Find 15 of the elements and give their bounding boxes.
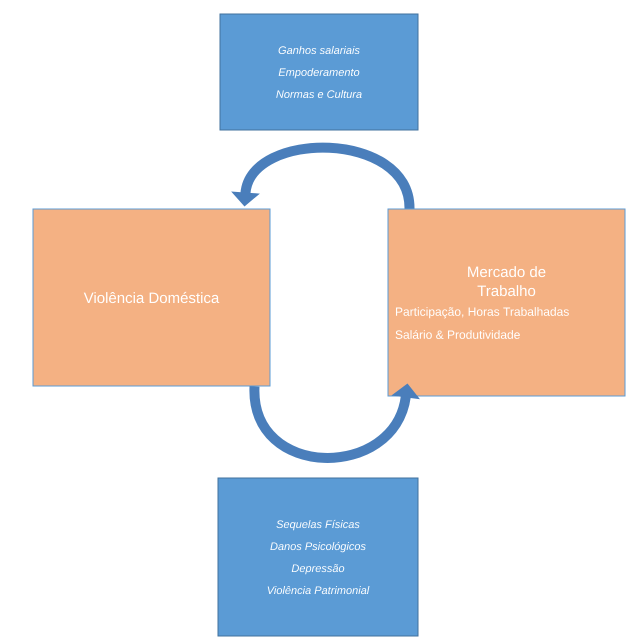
- list-item: Empoderamento: [278, 68, 360, 78]
- list-item: Danos Psicológicos: [270, 542, 366, 552]
- text-box: [218, 478, 418, 636]
- list-item: Salário & Produtividade: [396, 330, 520, 339]
- box-title: Violência Doméstica: [84, 292, 220, 304]
- process-box: [32, 208, 270, 386]
- list-item: Violência Patrimonial: [268, 586, 370, 594]
- list-item: Participação, Horas Trabalhadas: [396, 307, 569, 318]
- list-item: Depressão: [292, 564, 344, 574]
- text-box: [220, 14, 418, 130]
- box-title: Mercado de Trabalho: [468, 266, 546, 296]
- list-item: Normas e Cultura: [276, 90, 362, 98]
- process-box: [388, 208, 626, 396]
- list-item: Sequelas Físicas: [276, 520, 360, 530]
- list-item: Ganhos salariais: [278, 46, 360, 54]
